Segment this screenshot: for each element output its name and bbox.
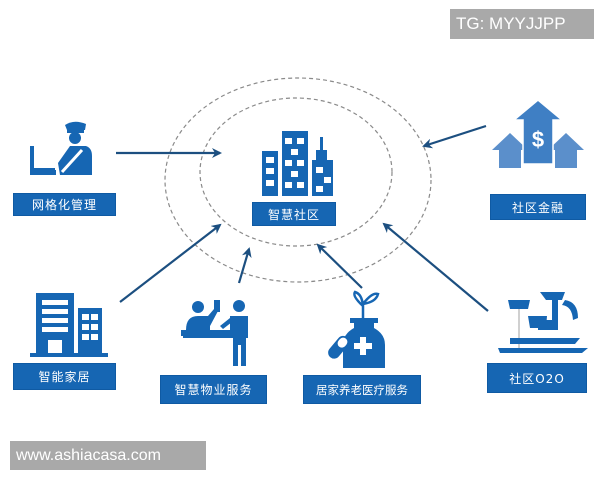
arrow-finance-to-center: [422, 124, 487, 149]
outer-dashed-ring: [164, 77, 432, 283]
inner-dashed-ring: [199, 97, 393, 247]
node-label-smart-property: 智慧物业服务: [160, 375, 267, 404]
center-label: 智慧社区: [252, 202, 336, 226]
watermark-top: TG: MYYJJPP: [450, 9, 594, 39]
arrow-elderly-to-center: [316, 243, 363, 289]
svg-text:$: $: [532, 127, 544, 152]
reception-desk-icon: [181, 300, 248, 366]
dollar-up-arrows-icon: $: [492, 99, 584, 168]
medicine-bottle-icon: [328, 290, 385, 368]
guard-at-desk-icon: [30, 121, 92, 175]
node-label-community-finance: 社区金融: [490, 194, 586, 220]
node-label-community-o2o: 社区O2O: [487, 363, 587, 393]
node-label-grid-management: 网格化管理: [13, 193, 116, 216]
arrow-home-to-center: [119, 223, 222, 303]
tea-set-icon: [498, 292, 588, 353]
arrow-o2o-to-center: [382, 222, 489, 312]
watermark-bottom: www.ashiacasa.com: [10, 441, 206, 470]
apartment-buildings-icon: [30, 293, 108, 357]
arrow-property-to-center: [237, 247, 252, 284]
city-buildings-icon: [262, 131, 333, 196]
node-label-elderly-care: 居家养老医疗服务: [303, 375, 421, 404]
node-label-smart-home: 智能家居: [13, 363, 116, 390]
arrows: [116, 124, 489, 312]
